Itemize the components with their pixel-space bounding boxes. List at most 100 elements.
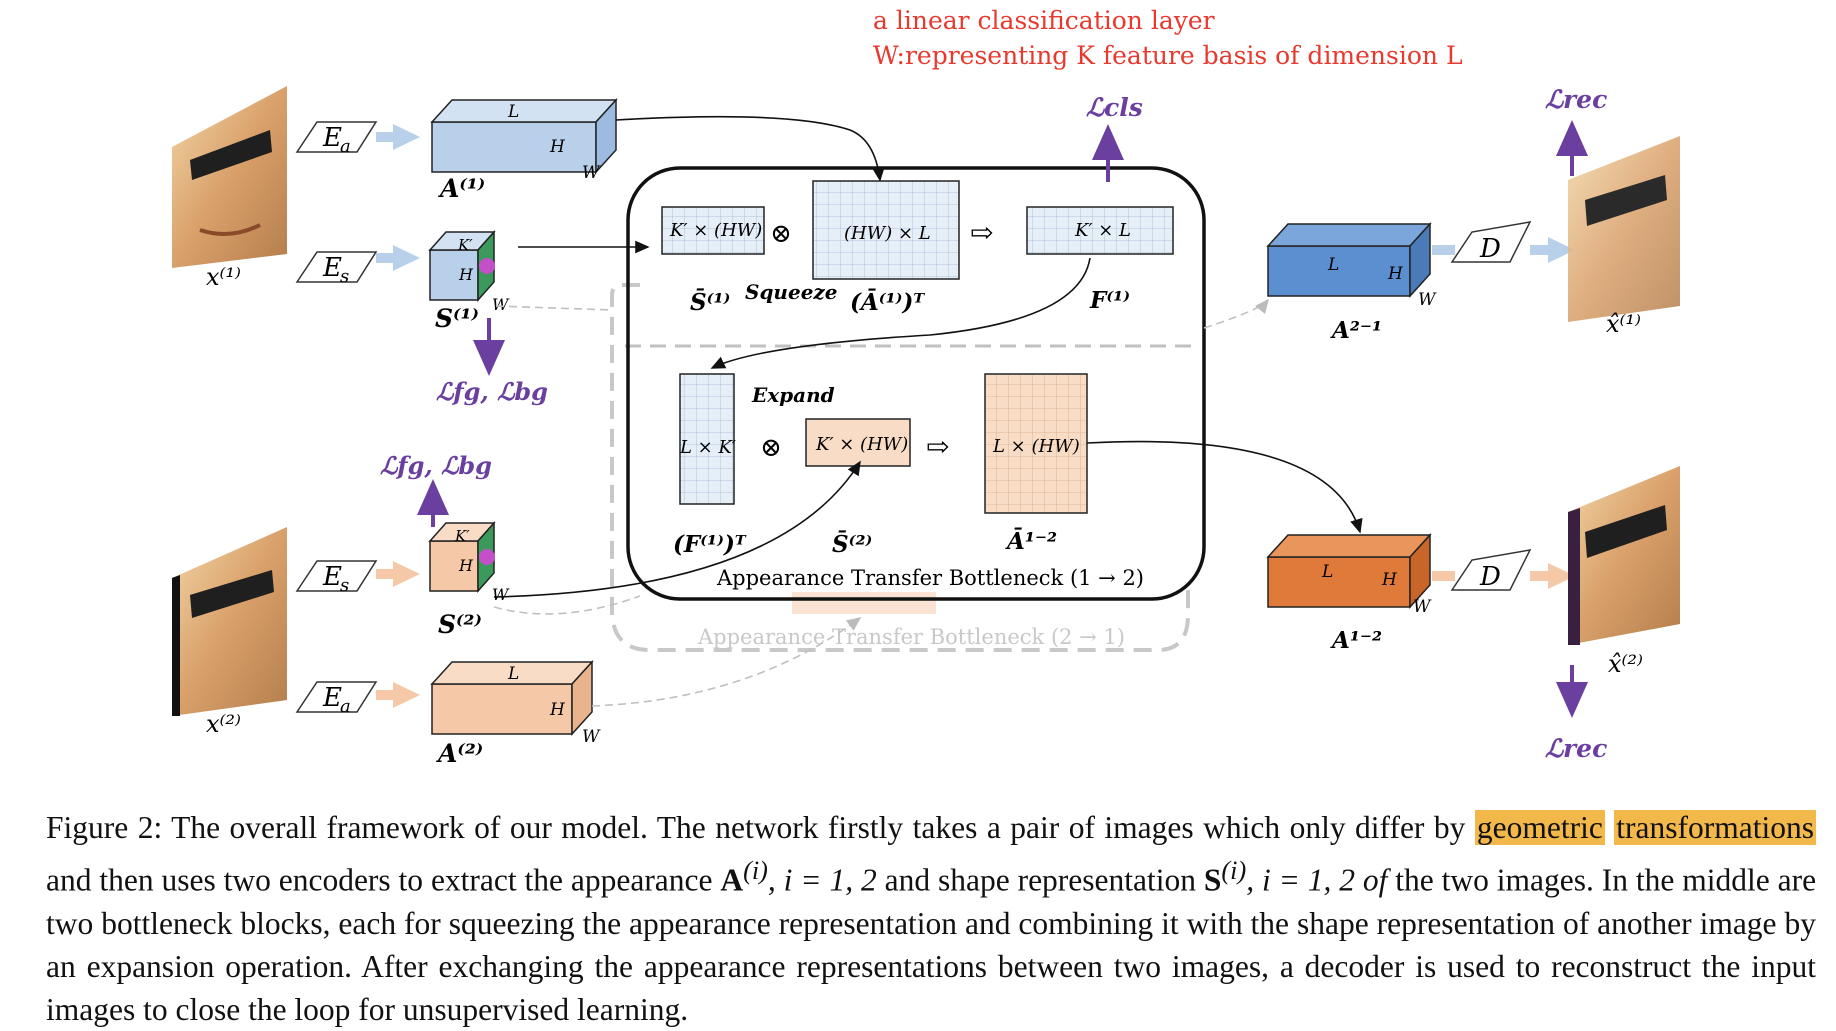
svg-text:K′: K′ — [457, 236, 473, 254]
label-xhat2: x̂⁽²⁾ — [1608, 650, 1643, 678]
encoder-appearance-2: E a — [295, 681, 420, 717]
encoder-shape-2: E s — [295, 560, 420, 596]
caption-math-A: A — [720, 862, 744, 898]
svg-text:E: E — [322, 683, 342, 713]
caption-sup-i-1: (i) — [743, 856, 768, 885]
input-image-1 — [172, 86, 287, 268]
svg-text:ℒrec: ℒrec — [1545, 734, 1607, 763]
label-S2bar: S̄⁽²⁾ — [832, 530, 872, 558]
tensor-A21: L H W — [1266, 222, 1437, 310]
svg-text:⇨: ⇨ — [926, 430, 949, 463]
svg-text:H: H — [458, 265, 474, 284]
label-xhat1: x̂⁽¹⁾ — [1606, 310, 1641, 338]
label-squeeze: Squeeze — [745, 280, 838, 304]
tensor-S1: K′ H W — [428, 230, 510, 314]
label-F1: F⁽¹⁾ — [1089, 287, 1130, 314]
caption-rest: the two images. In the middle are two bo… — [46, 862, 1817, 1027]
svg-text:⊗: ⊗ — [760, 433, 782, 463]
svg-text:ℒcls: ℒcls — [1086, 93, 1143, 122]
svg-text:H: H — [1387, 264, 1404, 284]
ghost-bottleneck-title: Appearance Transfer Bottleneck (2 → 1) — [697, 625, 1125, 649]
svg-text:K′ × L: K′ × L — [1074, 220, 1131, 241]
loss-cls: ℒcls — [1086, 93, 1143, 182]
svg-text:H: H — [1381, 570, 1398, 590]
caption-sup-i-2: (i) — [1221, 856, 1247, 885]
annotation-line2: W:representing K feature basis of dimens… — [873, 41, 1463, 70]
svg-text:(HW) × L: (HW) × L — [844, 223, 931, 244]
loss-fgbg-1: ℒfg, ℒbg — [436, 318, 548, 406]
svg-text:W: W — [582, 727, 601, 747]
caption-highlight-1: geometric — [1474, 810, 1605, 845]
caption-prefix: Figure 2: The overall framework of our m… — [46, 810, 1466, 845]
label-x2: x⁽²⁾ — [206, 710, 241, 738]
label-A1bar-T: (Ā⁽¹⁾)ᵀ — [850, 289, 925, 316]
ghost-arrow-S2 — [493, 595, 641, 615]
caption-part2b: and shape representation — [884, 862, 1196, 898]
svg-text:W: W — [582, 163, 601, 183]
ghost-highlight — [792, 592, 936, 614]
caption-math-S: S — [1203, 862, 1222, 898]
svg-text:H: H — [549, 700, 566, 720]
svg-text:E: E — [322, 562, 342, 592]
svg-text:K′ × (HW): K′ × (HW) — [815, 434, 908, 455]
tensor-A2: L H W — [430, 660, 601, 747]
framework-diagram: a linear classification layer W:represen… — [172, 6, 1680, 768]
svg-text:a: a — [340, 136, 351, 157]
label-expand: Expand — [751, 383, 835, 407]
svg-text:D: D — [1479, 234, 1501, 264]
loss-rec-bottom: ℒrec — [1545, 665, 1607, 763]
svg-text:ℒrec: ℒrec — [1545, 85, 1607, 114]
tensor-A12: L H W — [1266, 533, 1432, 617]
encoder-appearance-1: E a — [295, 121, 420, 157]
label-x1: x⁽¹⁾ — [206, 263, 241, 291]
svg-text:⇨: ⇨ — [970, 216, 993, 249]
svg-text:W: W — [492, 295, 510, 314]
label-A1: A⁽¹⁾ — [438, 174, 485, 203]
svg-text:K′ × (HW): K′ × (HW) — [669, 220, 762, 241]
arrow-A12-to-output — [1086, 440, 1363, 534]
ghost-arrow-S1 — [495, 305, 613, 311]
decoder-2: D — [1432, 549, 1575, 592]
caption-highlight-2: transformations — [1614, 810, 1816, 845]
label-S1bar: S̄⁽¹⁾ — [690, 288, 730, 316]
loss-rec-top: ℒrec — [1545, 85, 1607, 176]
svg-text:H: H — [549, 137, 566, 157]
svg-text:a: a — [340, 696, 351, 717]
svg-text:s: s — [340, 575, 349, 596]
svg-text:L: L — [1327, 255, 1339, 275]
label-A12bar: Ā¹⁻² — [1005, 528, 1057, 555]
caption-range-2: , i = 1, 2 of — [1246, 862, 1388, 898]
svg-text:H: H — [458, 556, 474, 575]
svg-text:D: D — [1479, 562, 1501, 592]
output-image-1 — [1568, 136, 1680, 322]
loss-fgbg-2: ℒfg, ℒbg — [380, 451, 492, 527]
caption-part2a: and then uses two encoders to extract th… — [46, 862, 713, 898]
label-A12: A¹⁻² — [1330, 627, 1382, 654]
caption-range-1: , i = 1, 2 — [767, 862, 877, 898]
label-S1: S⁽¹⁾ — [435, 304, 479, 333]
label-A21: A²⁻¹ — [1330, 317, 1382, 344]
arrow-S2-to-expand — [493, 460, 861, 598]
input-image-2 — [172, 527, 287, 716]
svg-text:s: s — [340, 266, 349, 287]
arrow-F1-to-expand — [710, 257, 1091, 369]
ghost-bottleneck-outline — [610, 283, 1190, 652]
arrow-A1-to-bottleneck — [615, 115, 885, 182]
ghost-arrow-A2 — [591, 617, 862, 707]
svg-text:L × (HW): L × (HW) — [992, 436, 1080, 457]
svg-text:L × K′: L × K′ — [679, 437, 736, 458]
label-F1-T: (F⁽¹⁾)ᵀ — [673, 531, 747, 558]
svg-text:L: L — [1321, 562, 1333, 582]
figure-caption: Figure 2: The overall framework of our m… — [46, 806, 1816, 1031]
svg-text:⊗: ⊗ — [770, 219, 792, 249]
encoder-shape-1: E s — [295, 245, 420, 287]
label-S2: S⁽²⁾ — [438, 610, 482, 639]
svg-text:L: L — [507, 664, 519, 684]
svg-text:W: W — [1418, 290, 1437, 310]
bottleneck-title: Appearance Transfer Bottleneck (1 → 2) — [716, 566, 1144, 590]
svg-text:K′: K′ — [454, 527, 470, 545]
decoder-1: D — [1432, 221, 1575, 264]
svg-text:W: W — [1413, 597, 1432, 617]
expand-row: L × K′ ⊗ K′ × (HW) ⇨ L × (HW) — [679, 373, 1088, 514]
tensor-A1: L H W — [430, 98, 618, 183]
